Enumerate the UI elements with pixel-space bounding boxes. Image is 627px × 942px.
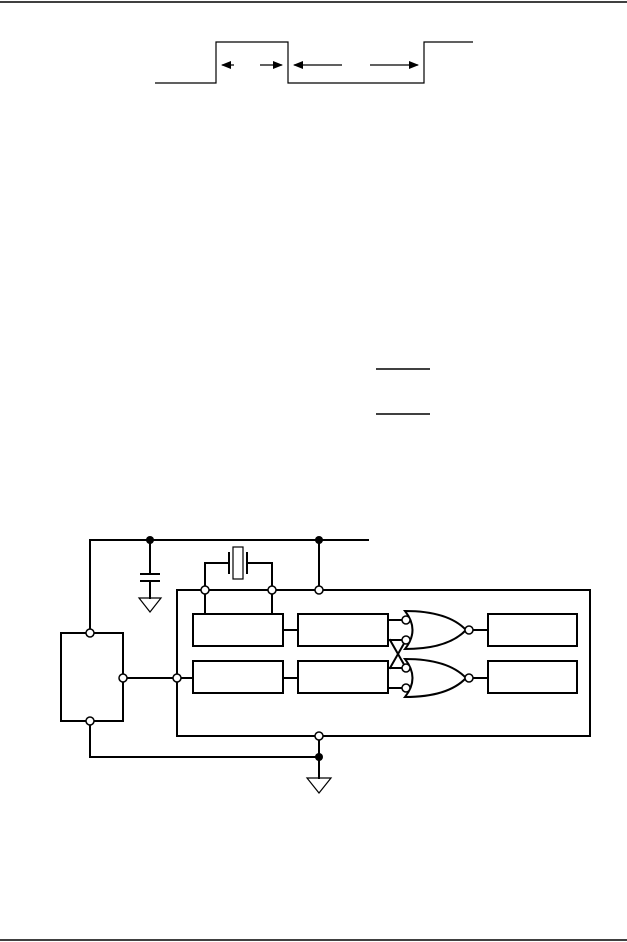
pin <box>200 585 210 595</box>
ground-icon <box>137 597 163 613</box>
inverter-bubble <box>401 663 411 673</box>
inverter-bubble <box>464 673 474 683</box>
output-block <box>487 613 578 647</box>
inverter-bubble <box>464 625 474 635</box>
capacitor <box>140 539 160 599</box>
pin <box>172 673 182 683</box>
logic-block <box>192 660 284 694</box>
supply-rail <box>89 539 369 634</box>
pin <box>118 673 128 683</box>
chip-outline <box>176 589 591 737</box>
nor-gate <box>402 609 468 651</box>
inverter-bubble <box>401 615 411 625</box>
circuit-diagram <box>60 536 591 794</box>
inverter-bubble <box>401 683 411 693</box>
output-block <box>487 660 578 694</box>
timing-diagram <box>155 41 473 84</box>
crystal <box>204 546 273 591</box>
pin <box>85 628 95 638</box>
inverter-bubble <box>401 635 411 645</box>
ground-icon <box>305 777 333 794</box>
logic-block <box>192 613 284 647</box>
waveform <box>155 41 473 84</box>
supply-module <box>60 632 124 722</box>
junction-dot <box>315 753 323 761</box>
logic-block <box>297 660 389 694</box>
logic-block <box>297 613 389 647</box>
nor-gate <box>402 657 468 699</box>
pin <box>267 585 277 595</box>
ground-return <box>89 720 320 758</box>
pin <box>314 585 324 595</box>
pin <box>314 731 324 741</box>
pin <box>85 716 95 726</box>
